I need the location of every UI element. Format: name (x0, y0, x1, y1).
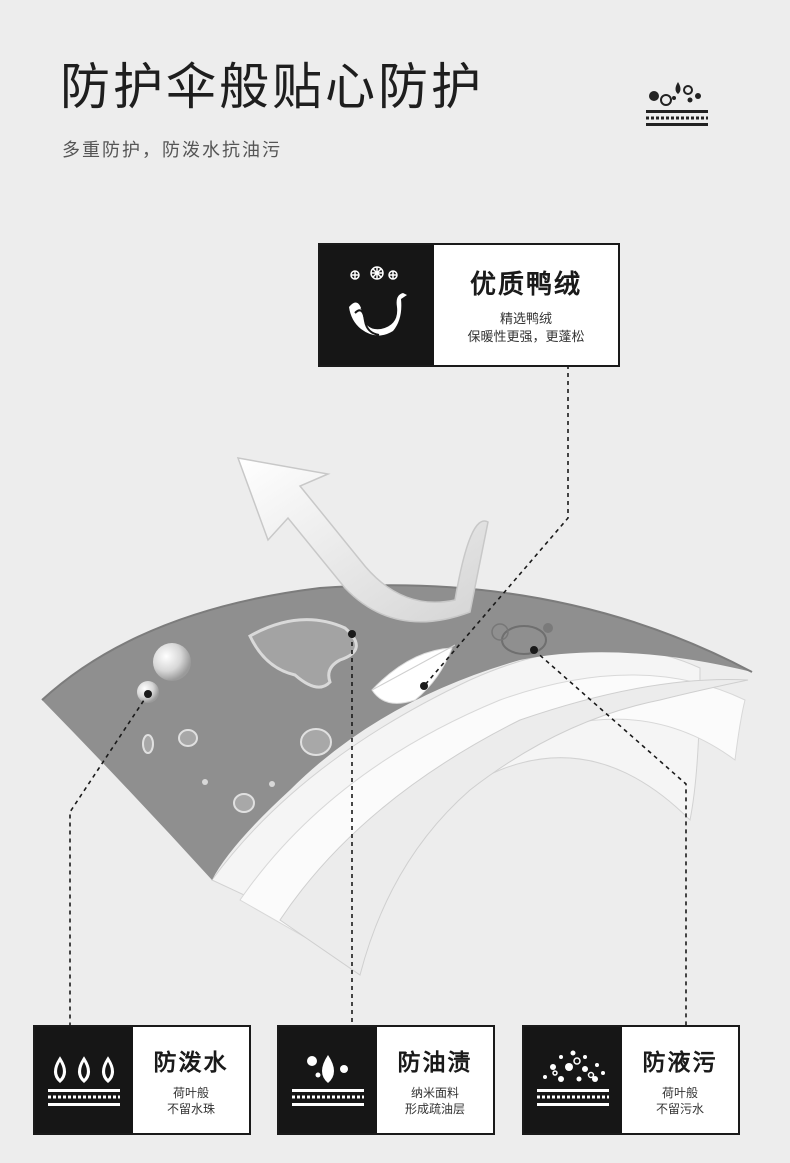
oil-stain (491, 623, 553, 655)
swan-flower-icon (349, 266, 407, 336)
page-title: 防护伞般贴心防护 (60, 58, 484, 116)
feature-card-liquid: 防液污 荷叶般 不留污水 (522, 1025, 740, 1135)
feature-desc-liquid-line1: 荷叶般 (661, 1085, 698, 1100)
water-resist-icon (646, 82, 708, 126)
page-subtitle: 多重防护，防泼水抗油污 (62, 140, 282, 161)
feather (371, 644, 456, 704)
water-drops-icon (48, 1056, 120, 1106)
feature-title-water: 防泼水 (153, 1049, 229, 1076)
feature-card-oil: 防油渍 纳米面料 形成疏油层 (277, 1025, 495, 1135)
feature-title-liquid: 防液污 (642, 1049, 718, 1076)
up-arrow (236, 457, 489, 623)
liquid-splash-icon (537, 1050, 609, 1106)
feature-title-down: 优质鸭绒 (469, 269, 582, 300)
oil-drops-icon (292, 1055, 364, 1106)
feature-desc-down-line1: 精选鸭绒 (499, 311, 552, 327)
water-beads (137, 618, 358, 813)
feature-card-down: 优质鸭绒 精选鸭绒 保暖性更强，更蓬松 (318, 243, 620, 367)
feature-desc-down-line2: 保暖性更强，更蓬松 (467, 329, 585, 345)
feature-desc-water-line2: 不留水珠 (166, 1102, 215, 1116)
feature-desc-liquid-line2: 不留污水 (655, 1102, 704, 1116)
connector-lines (69, 365, 687, 1025)
feature-title-oil: 防油渍 (397, 1049, 473, 1076)
feature-desc-oil-line1: 纳米面料 (410, 1085, 459, 1100)
fabric-layers (41, 584, 753, 976)
feature-desc-water-line1: 荷叶般 (172, 1085, 209, 1100)
feature-card-water: 防泼水 荷叶般 不留水珠 (33, 1025, 251, 1135)
feature-desc-oil-line2: 形成疏油层 (404, 1102, 465, 1116)
